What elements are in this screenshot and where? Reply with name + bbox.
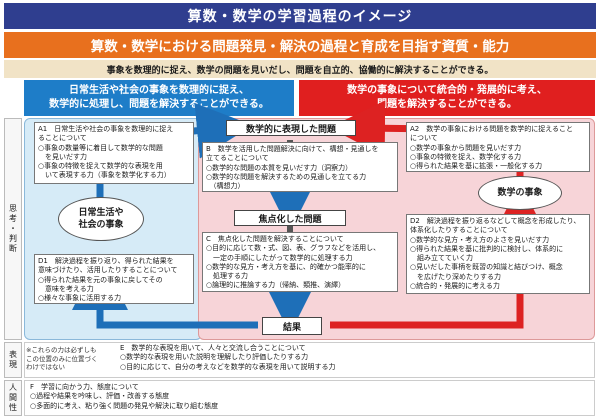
box-D2: D2 解決過程を振り返るなどして概念を形成したり、 体系化したりすることについて… [406, 214, 590, 294]
box-A1: A1 日常生活や社会の事象を数理的に捉え ることについて ○事象の数量等に着目し… [34, 122, 194, 184]
B-line: B 数学を活用した問題解決に向けて、構想・見通しを [206, 145, 379, 153]
note-line: この位置のみに位置づく [26, 354, 98, 363]
D1-line: 意味づけたり、活用したりすることについて [38, 266, 178, 275]
header-right-line-2: 問題を解決することができる。 [377, 99, 517, 110]
math-problem-box: 数学的に表現した問題 [226, 120, 356, 136]
daily-oval-line-1: 日常生活や [78, 208, 124, 218]
C-line: 一定の手順にしたがって数学的に処理する力 [206, 253, 353, 262]
result-box: 結果 [262, 317, 322, 335]
A2-line: ○数学の事象から問題を見いだす力 [410, 143, 522, 152]
A1-line: いて表現する力（事象を数学化する力） [38, 171, 171, 180]
C-line: ○目的に応じて数・式、図、表、グラフなどを活用し、 [206, 244, 381, 253]
C-line: ○数学的な見方・考え方を基に、的確かつ能率的に [206, 262, 366, 271]
page-title: 算数・数学の学習過程のイメージ [4, 3, 596, 29]
note-line: わけではない [26, 363, 65, 371]
box-E: E 数学的な表現を用いて、人々と交流し合うことについて ○数学的な表現を用いた説… [120, 344, 590, 372]
F-line: ○過程や結果を吟味し、評価・改善する態度 [30, 392, 170, 401]
C-line: ○論理的に推論する力（帰納、類推、演繹） [206, 281, 346, 290]
D2-line: D2 解決過程を振り返るなどして概念を形成したり、 [410, 217, 581, 225]
A1-line: A1 日常生活や社会の事象を数理的に捉え [38, 125, 174, 133]
D2-line: ○数学的な見方・考え方のよさを見いだす力 [410, 235, 550, 244]
A1-line: ○事象の特徴を捉えて数学的な表現を用 [38, 162, 163, 171]
D1-line: D1 解決過程を振り返り、得られた結果を [38, 257, 174, 265]
A1-line: ○事象の数量等に着目して数学的な問題 [38, 143, 163, 152]
D2-line: ○統合的・発展的に考える力 [410, 282, 500, 291]
D2-line: を広げたり深めたりする力 [410, 272, 501, 281]
math-event-oval: 数学の事象 [478, 176, 562, 210]
humanity-row [24, 380, 595, 416]
box-C: C 焦点化した問題を解決することについて ○目的に応じて数・式、図、表、グラフな… [202, 232, 398, 292]
goal-banner: 算数・数学における問題発見・解決の過程と育成を目指す資質・能力 [4, 32, 596, 58]
C-line: C 焦点化した問題を解決することについて [206, 235, 344, 243]
side-label-expression: 表現 [4, 342, 22, 378]
daily-oval-line-2: 社会の事象 [78, 220, 124, 230]
A1-line: を見いだす力 [38, 152, 87, 161]
note-line: ※これらの力は必ずしも [26, 346, 97, 354]
daily-event-oval: 日常生活や社会の事象 [58, 197, 144, 241]
header-left-line-1: 日常生活や社会の事象を数理的に捉え、 [69, 85, 249, 96]
F-line: F 学習に向かう力、態度について [30, 383, 139, 391]
B-line: 立てることについて [206, 154, 269, 163]
D2-line: 組み立てていく力 [410, 254, 473, 263]
E-line: ○目的に応じて、自分の考えなどを数学的な表現を用いて説明する力 [120, 362, 336, 371]
focused-problem-box: 焦点化した問題 [234, 210, 346, 226]
box-B: B 数学を活用した問題解決に向けて、構想・見通しを 立てることについて ○数学的… [202, 142, 398, 192]
D2-line: ○見いだした事柄を既習の知識と結びつけ、概念 [410, 263, 563, 272]
D1-line: ○様々な事象に活用する力 [38, 294, 122, 303]
header-left-line-2: 数学的に処理し、問題を解決することができる。 [49, 99, 269, 110]
box-A2: A2 数学の事象における問題を数学的に捉えること について ○数学の事象から問題… [406, 122, 590, 172]
B-line: ○数学的な問題の本質を見いだす力（洞察力） [206, 163, 353, 172]
header-right-line-1: 数学の事象について統合的・発展的に考え、 [347, 85, 547, 96]
box-F: F 学習に向かう力、態度について ○過程や結果を吟味し、評価・改善する態度 ○多… [30, 383, 590, 411]
D2-line: 体系化したりすることについて [410, 226, 508, 235]
E-line: E 数学的な表現を用いて、人々と交流し合うことについて [120, 344, 306, 352]
F-line: ○多面的に考え、粘り強く問題の発見や解決に取り組む態度 [30, 401, 219, 410]
A2-line: について [410, 134, 438, 143]
A2-line: A2 数学の事象における問題を数学的に捉えること [410, 125, 574, 133]
position-note: ※これらの力は必ずしも この位置のみに位置づく わけではない [26, 346, 122, 372]
box-D1: D1 解決過程を振り返り、得られた結果を 意味づけたり、活用したりすることについ… [34, 254, 194, 304]
expression-row [24, 342, 595, 378]
A2-line: ○得られた結果を基に拡張・一般化する力 [410, 162, 543, 171]
side-label-thinking: 思考・判断 [4, 118, 22, 340]
D2-line: ○得られた結果を基に批判的に検討し、体系的に [410, 244, 564, 253]
A1-line: ることについて [38, 134, 87, 143]
side-label-humanity: 人間性 [4, 380, 22, 416]
C-line: 処理する力 [206, 272, 248, 281]
header-daily-life: 日常生活や社会の事象を数理的に捉え、数学的に処理し、問題を解決することができる。 [24, 80, 294, 116]
D1-line: 意味を考える力 [38, 284, 94, 293]
D1-line: ○得られた結果を元の事象に戻してその [38, 275, 163, 284]
A2-line: ○事象の特徴を捉え、数学化する力 [410, 152, 522, 161]
summary-text: 事象を数理的に捉え、数学の問題を見いだし、問題を自立的、協働的に解決することがで… [4, 60, 596, 78]
B-line: （構想力） [206, 182, 245, 191]
B-line: ○数学的な問題を解決するための見通しを立てる力 [206, 172, 367, 181]
E-line: ○数学的な表現を用いた説明を理解したり評価したりする力 [120, 353, 309, 362]
